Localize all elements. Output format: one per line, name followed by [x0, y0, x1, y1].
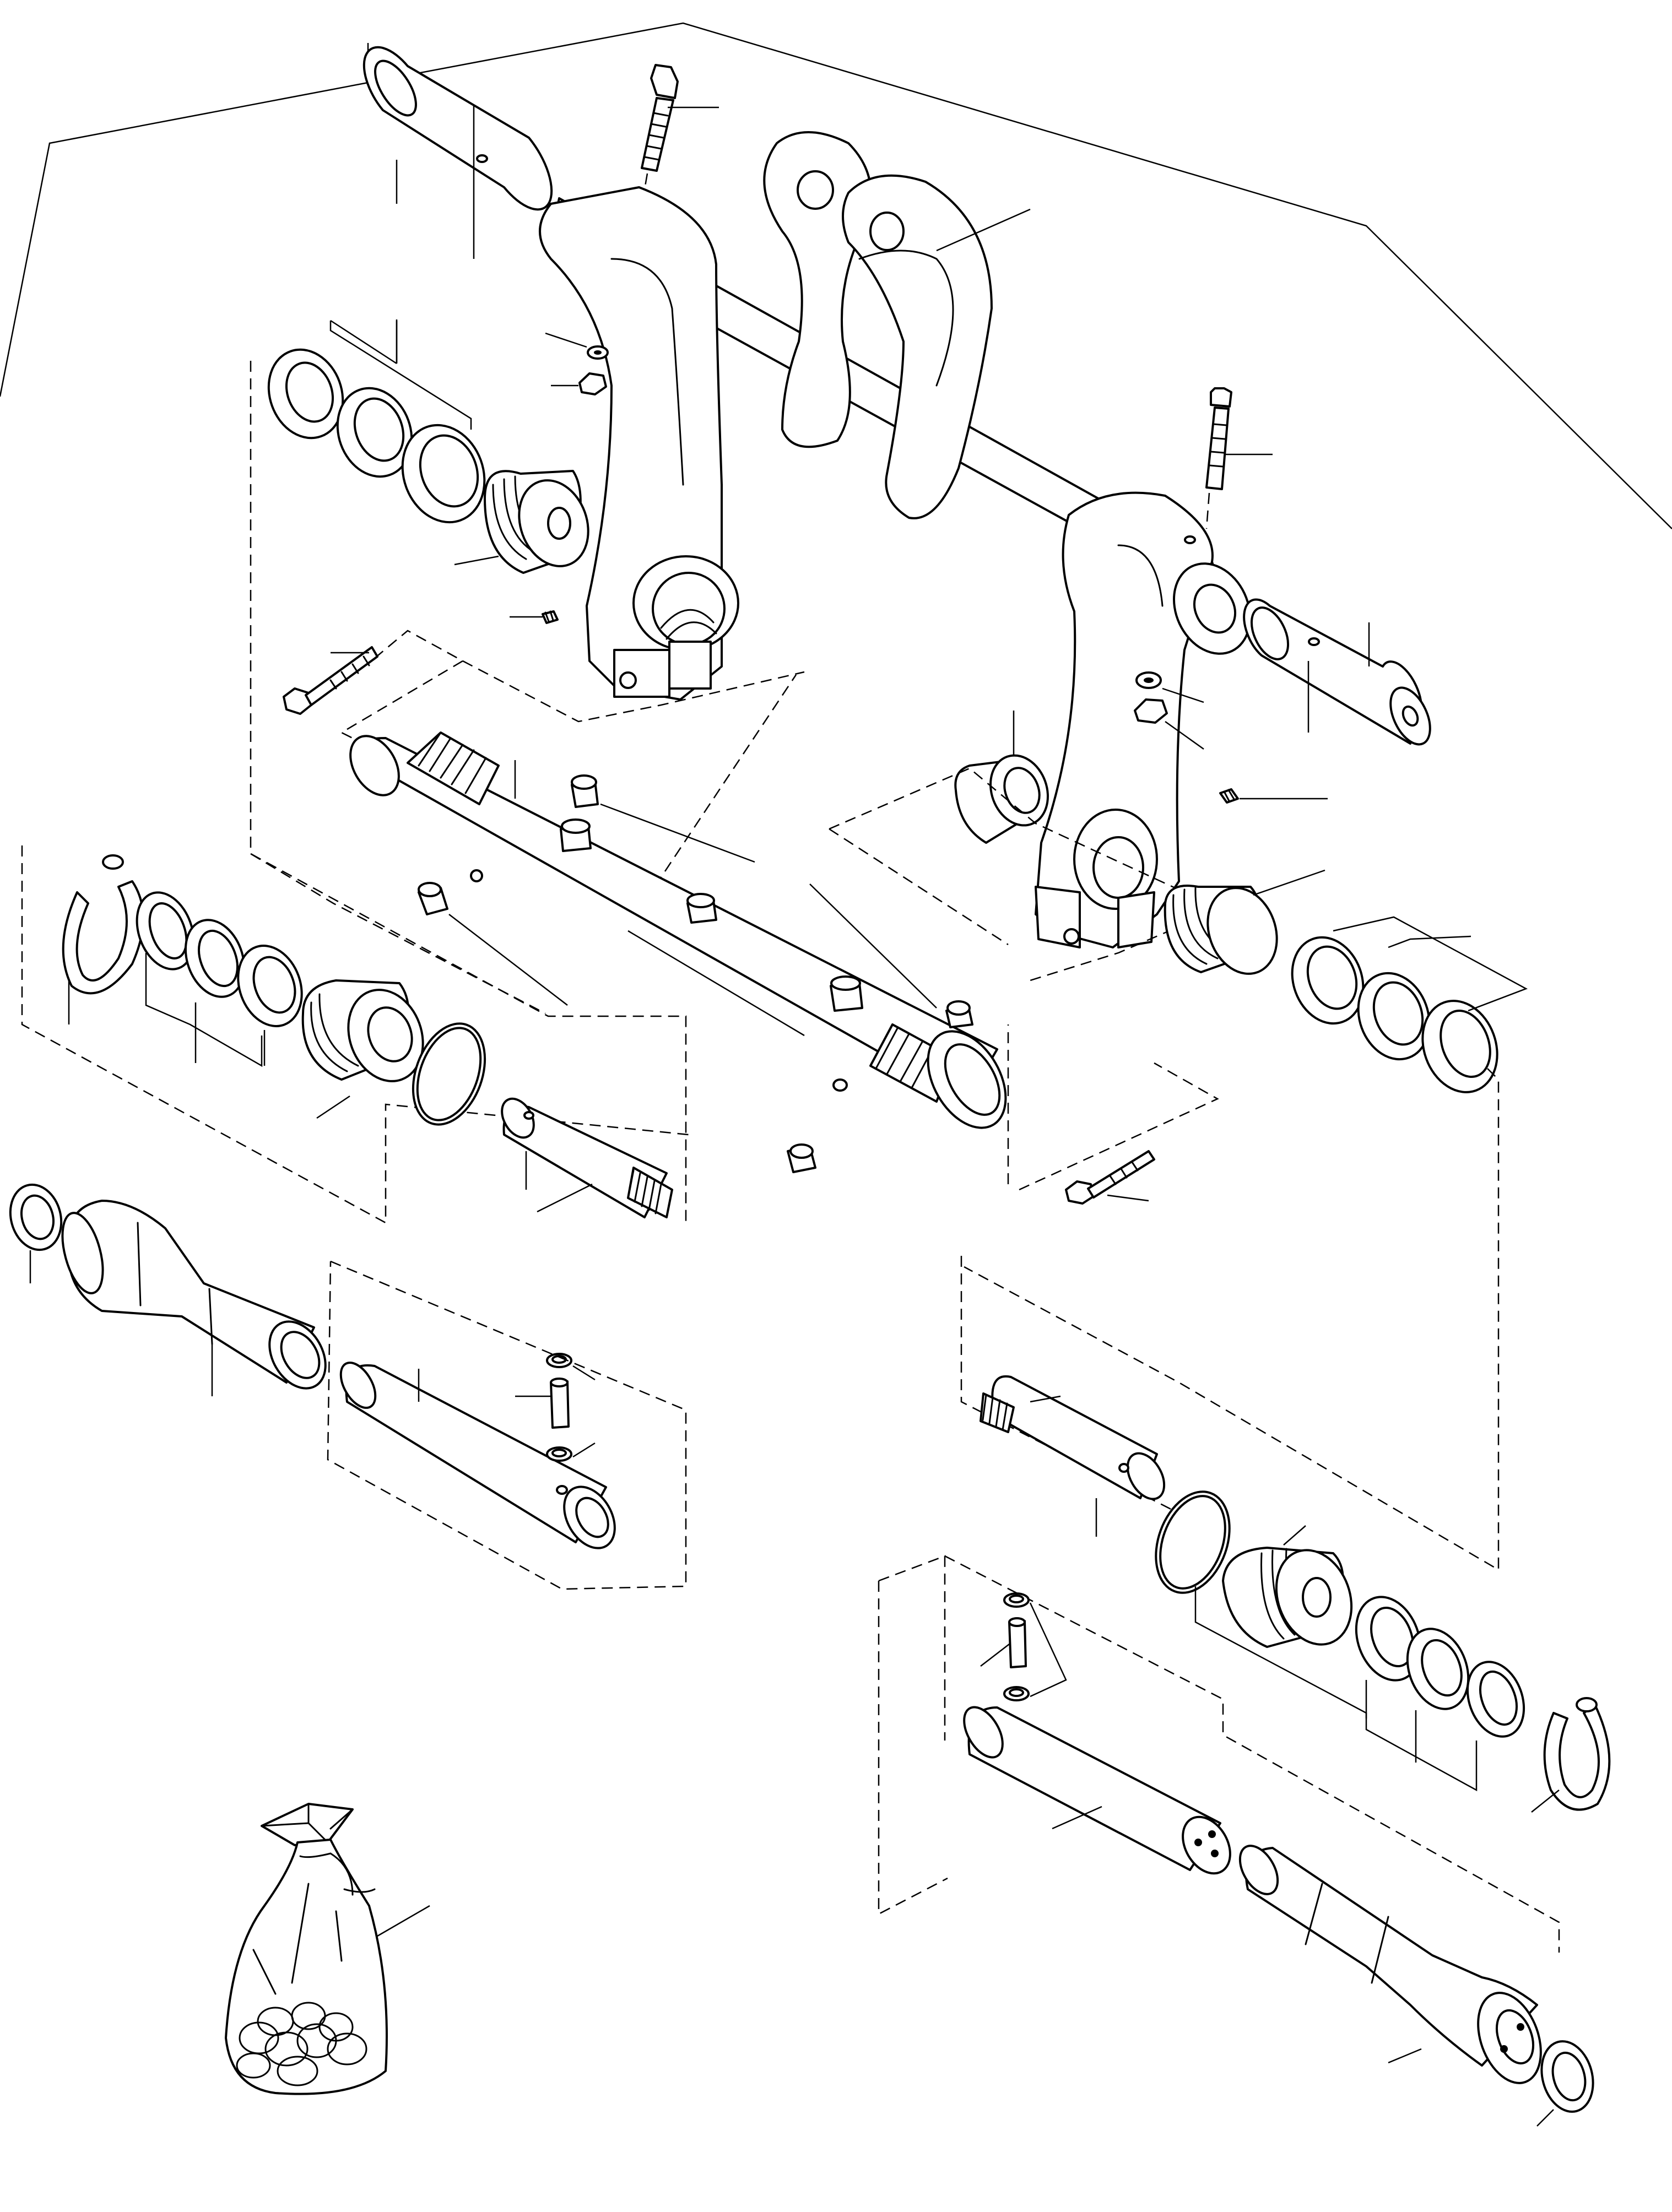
nut-left	[551, 372, 607, 395]
circlip-left	[62, 854, 144, 1024]
rocker-arm-center	[763, 131, 1031, 519]
upper-left-bearing-stack	[267, 319, 589, 574]
thrust-ring-right	[1406, 1628, 1470, 1710]
stud-right	[980, 1375, 1166, 1537]
bolt-top-right	[1205, 387, 1273, 529]
upper-right-bearing-stack	[1164, 869, 1528, 1093]
right-bearing-stack	[960, 1256, 1611, 1813]
seal-ring-right	[1466, 1661, 1525, 1738]
thrust-washer-left	[9, 1183, 63, 1283]
small-parts-bag	[225, 1803, 430, 2095]
bolt-long-left	[283, 630, 805, 891]
seal-ring	[267, 348, 344, 440]
bushing-right	[1355, 1596, 1422, 1682]
shaft-pin-right	[1243, 598, 1431, 746]
bolt-long-right	[1007, 1024, 1219, 1205]
thrust-ring-left	[184, 919, 246, 998]
shaft-pin-left	[362, 46, 553, 259]
rocker-arm-right	[1035, 491, 1214, 948]
spring-pin-right	[980, 1617, 1027, 1668]
o-ring-right	[1155, 1490, 1231, 1594]
washer-left	[545, 332, 609, 360]
bearing-insert-right	[1222, 1525, 1353, 1648]
left-pin-assembly	[9, 1183, 687, 1590]
nut-right	[1134, 698, 1204, 750]
bolt-top-left	[639, 64, 719, 215]
clevis-pin-right	[963, 1706, 1231, 1875]
retaining-washers-right	[1003, 1592, 1067, 1701]
spring-pin-left	[515, 1378, 570, 1429]
washer-right	[1135, 671, 1204, 703]
right-pin-assembly	[878, 1555, 1594, 2127]
stud-left	[501, 1097, 673, 1218]
bushing-ring	[336, 387, 413, 478]
dashed-leader-right	[964, 1068, 1500, 1571]
retaining-washers-left	[546, 1353, 596, 1462]
o-ring-left	[412, 1022, 486, 1126]
bag-contents	[236, 2002, 367, 2086]
dashed-leader-left	[250, 361, 687, 1223]
lube-fittings	[418, 774, 973, 1173]
bearing-cup	[401, 424, 486, 524]
seal-ring-left	[136, 891, 195, 971]
thrust-washer-right	[1536, 2040, 1594, 2127]
set-screw-right	[1219, 788, 1328, 804]
bearing-insert	[454, 470, 589, 574]
stepped-pin-right	[1238, 1845, 1542, 2084]
bearing-insert-left	[301, 979, 424, 1119]
right-arm-bushing	[829, 711, 1222, 982]
rocker-arm-assembly	[362, 46, 1431, 948]
rocker-arm-left	[539, 186, 739, 701]
frame-outline	[0, 22, 1672, 529]
clevis-pin-left	[339, 1362, 616, 1549]
circlip-right	[1531, 1697, 1611, 1813]
stepped-pin-left	[61, 1200, 327, 1396]
set-screw-left	[510, 610, 559, 624]
left-bearing-stack	[21, 845, 689, 1224]
bushing-left	[237, 945, 303, 1027]
